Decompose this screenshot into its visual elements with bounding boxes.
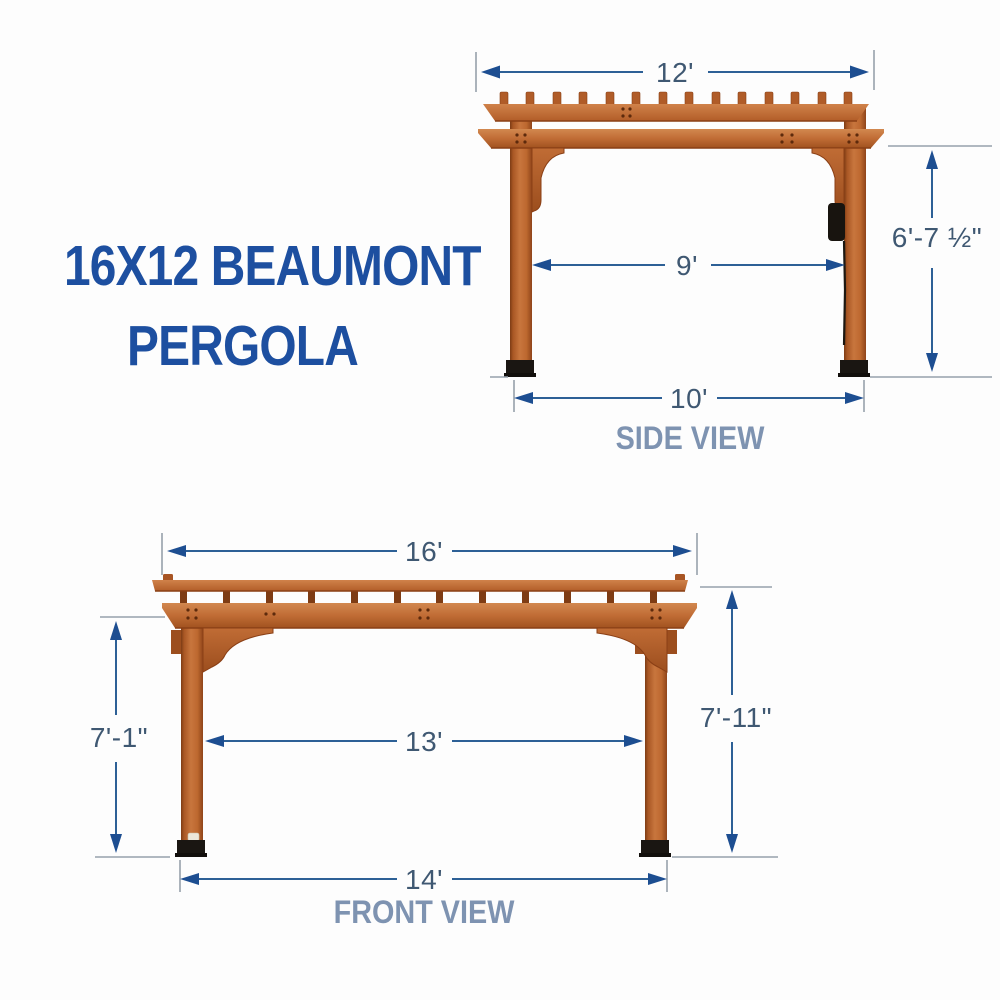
- front-dim-clearance-height: 7'-1": [90, 616, 170, 858]
- front-view-right-corbel: [596, 627, 668, 673]
- front-dim-clearance-height-value: 7'-1": [90, 722, 148, 753]
- front-dim-overall-height: 7'-11": [672, 586, 778, 858]
- front-dim-top-width: 16': [161, 533, 698, 575]
- product-title-line2: PERGOLA: [127, 314, 359, 378]
- front-view-post-sticker: [187, 832, 200, 842]
- product-title-line1: 16X12 BEAUMONT: [64, 234, 481, 298]
- side-dim-base-span-value: 10': [670, 383, 708, 414]
- front-dim-inner-span-value: 13': [405, 726, 443, 757]
- side-view-posts: [510, 104, 866, 377]
- front-dim-overall-height-value: 7'-11": [700, 702, 772, 733]
- side-view-rafter-tails: [499, 91, 853, 107]
- side-dim-inner-span: 9': [532, 250, 845, 281]
- side-view-right-corbel: [811, 147, 845, 213]
- side-view-left-corbel: [531, 147, 565, 213]
- side-view-beam: [478, 129, 884, 149]
- side-view-label: SIDE VIEW: [615, 420, 765, 456]
- front-view-illustration: 16' 7'-1" 13' 14': [90, 533, 778, 895]
- front-view-beam-screws: [186, 608, 662, 620]
- front-dim-top-width-value: 16': [405, 536, 443, 567]
- front-dim-inner-span: 13': [205, 726, 643, 757]
- side-view-outlet: [828, 203, 847, 346]
- side-dim-height-value: 6'-7 ½": [892, 222, 982, 253]
- front-dim-base-span-value: 14': [405, 864, 443, 895]
- side-view-beam-screws: [515, 133, 859, 144]
- front-view-left-corbel: [202, 627, 274, 673]
- outlet-wire: [842, 240, 847, 346]
- side-dim-top-width-value: 12': [656, 57, 694, 88]
- side-dim-base-span: 10': [490, 376, 865, 414]
- side-view-illustration: 12' 9' 10' 6'-7: [475, 50, 992, 414]
- side-dim-top-width: 12': [475, 50, 875, 92]
- product-title: 16X12 BEAUMONT PERGOLA: [64, 226, 481, 386]
- side-view-roof: [483, 91, 869, 122]
- side-view-board-screws: [621, 107, 632, 118]
- front-view-post-anchors: [175, 840, 671, 857]
- front-view-rafter-ends: [180, 590, 657, 606]
- side-view-purlin-board: [483, 104, 869, 121]
- front-view-beam: [162, 603, 697, 629]
- side-dim-height: 6'-7 ½": [870, 145, 992, 378]
- side-view-post-anchors: [504, 360, 870, 377]
- front-dim-base-span: 14': [179, 860, 668, 895]
- side-dim-inner-span-value: 9': [676, 250, 698, 281]
- front-view-label: FRONT VIEW: [333, 894, 515, 930]
- front-view-posts: [181, 618, 667, 857]
- front-view-top-board: [152, 574, 688, 592]
